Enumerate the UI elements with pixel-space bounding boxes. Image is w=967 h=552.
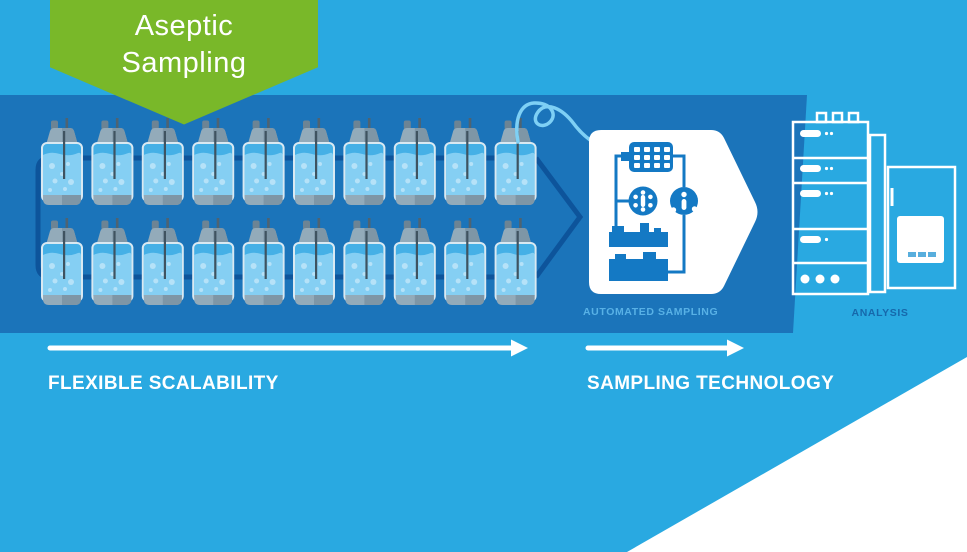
title-line-2: Sampling bbox=[121, 47, 247, 79]
analysis-caption: ANALYSIS bbox=[851, 307, 909, 319]
detector-display-dots bbox=[908, 252, 936, 257]
stage-label-flexible-scalability: FLEXIBLE SCALABILITY bbox=[48, 373, 279, 394]
flow-arrow-sampling bbox=[585, 339, 744, 357]
sampler-tubing-icon bbox=[614, 154, 686, 274]
valve-selector-icon bbox=[670, 187, 698, 215]
analysis-equipment bbox=[791, 111, 957, 296]
stage-label-sampling-technology: SAMPLING TECHNOLOGY bbox=[587, 373, 835, 394]
corner-cut-shape bbox=[627, 357, 967, 552]
automated-sampling-caption: AUTOMATED SAMPLING bbox=[583, 306, 719, 318]
flow-arrow-flexible bbox=[47, 339, 528, 357]
title-line-1: Aseptic bbox=[134, 10, 234, 42]
transfer-tube-icon bbox=[515, 101, 629, 158]
automated-sampling-badge bbox=[589, 130, 758, 294]
hplc-stack-icon bbox=[791, 120, 870, 296]
stack-cap-icon bbox=[847, 111, 860, 124]
column-module-icon bbox=[868, 133, 887, 294]
pump-icon-2 bbox=[609, 252, 668, 281]
stack-cap-icon bbox=[815, 111, 828, 124]
pump-icon-1 bbox=[609, 223, 668, 247]
detector-icon bbox=[886, 165, 957, 290]
module-displays bbox=[800, 130, 944, 284]
valve-wheel-icon bbox=[628, 186, 658, 216]
stack-cap-icon bbox=[831, 111, 844, 124]
filter-icon bbox=[621, 142, 673, 172]
